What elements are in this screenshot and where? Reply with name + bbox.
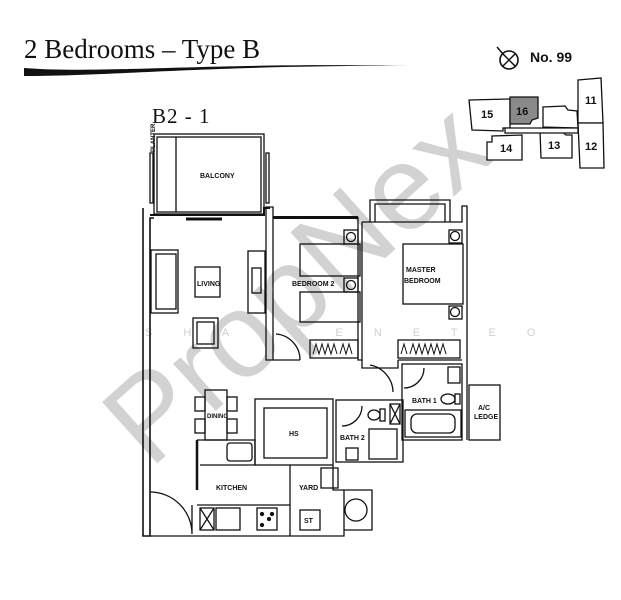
key-label-14: 14 <box>500 143 513 155</box>
label-living: LIVING <box>197 281 221 288</box>
label-planter: PLANTER <box>151 123 157 152</box>
bed-bedroom2-b <box>299 291 361 323</box>
label-ac-2: LEDGE <box>474 414 498 421</box>
bed-master <box>402 243 464 305</box>
label-hs: HS <box>289 431 299 438</box>
label-master-1: MASTER <box>406 267 436 274</box>
bed-bedroom2-a <box>299 243 361 277</box>
bath2-area <box>335 399 404 463</box>
wardrobe-bedroom2 <box>309 339 359 359</box>
label-store: ST <box>304 518 314 525</box>
page-title: 2 Bedrooms – Type B <box>24 34 261 64</box>
bedroom2-door-swing <box>275 333 301 361</box>
bedroom2-wall <box>265 206 274 361</box>
tv-console <box>247 250 266 314</box>
unit-type-label: B2 - 1 <box>152 104 211 128</box>
coffee-table <box>194 266 221 298</box>
key-label-16: 16 <box>516 106 528 118</box>
block-number: No. 99 <box>530 49 573 65</box>
bathtub <box>404 409 462 438</box>
label-dining: DINING <box>207 414 228 420</box>
title-swoosh <box>24 65 410 76</box>
store-room <box>299 509 321 531</box>
key-label-11: 11 <box>585 95 597 107</box>
key-unit-16 <box>509 96 539 125</box>
household-shelter <box>254 398 334 466</box>
key-unit-12 <box>577 122 605 169</box>
wardrobe-master <box>397 339 461 359</box>
master-door-swing <box>369 364 394 393</box>
washing-machine <box>344 498 368 522</box>
ac-ledge <box>468 384 501 441</box>
label-kitchen: KITCHEN <box>216 485 247 492</box>
key-label-13: 13 <box>548 140 560 152</box>
label-bedroom2: BEDROOM 2 <box>292 281 335 288</box>
label-bath1: BATH 1 <box>412 398 437 405</box>
label-balcony: BALCONY <box>200 173 235 180</box>
armchair <box>192 317 219 349</box>
label-ac-1: A/C <box>478 405 490 412</box>
sofa <box>150 249 179 314</box>
key-label-12: 12 <box>585 141 597 153</box>
north-compass-icon <box>496 46 519 70</box>
key-unit-unlabeled <box>542 105 579 129</box>
bath1-area <box>401 363 463 441</box>
label-yard: YARD <box>299 485 318 492</box>
key-label-15: 15 <box>481 109 493 121</box>
washer <box>320 467 339 489</box>
key-unit-14 <box>486 134 523 161</box>
label-bath2: BATH 2 <box>340 435 365 442</box>
hob-icon <box>256 507 278 531</box>
label-master-2: BEDROOM <box>404 278 441 285</box>
watermark-agent: S H A R L E N E T E O <box>145 327 549 339</box>
bath1-door-swing <box>403 367 425 389</box>
